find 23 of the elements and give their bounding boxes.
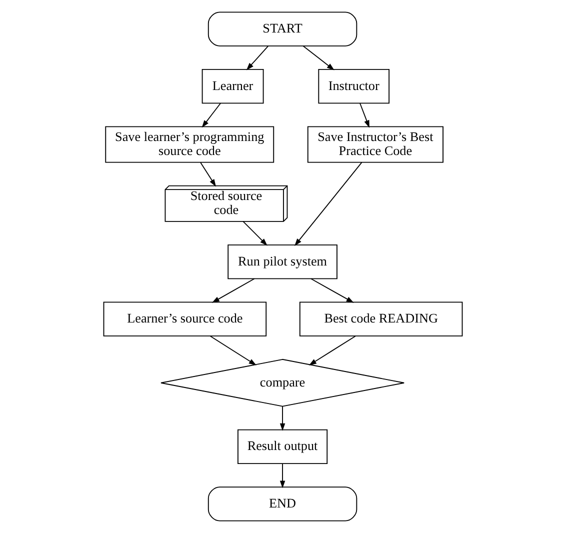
arrow xyxy=(242,220,268,246)
node-box: Save Instructor’s Best Practice Code xyxy=(307,126,444,163)
node-box: END xyxy=(208,486,358,522)
node-box: Best code READING xyxy=(299,302,463,336)
arrow xyxy=(302,46,334,70)
arrow xyxy=(210,336,256,366)
arrow xyxy=(200,162,216,187)
node-box: START xyxy=(208,12,358,46)
arrow xyxy=(310,278,354,303)
arrow xyxy=(202,102,221,128)
arrow xyxy=(308,336,356,366)
node-box: Result output xyxy=(237,429,328,464)
node-box: Instructor xyxy=(318,68,390,104)
node-box: Save learner’s programming source code xyxy=(105,126,274,163)
arrow xyxy=(280,463,286,488)
arrow xyxy=(360,102,370,128)
arrow xyxy=(294,162,362,246)
node-box: Run pilot system xyxy=(228,244,338,280)
node-box: Learner xyxy=(202,68,264,104)
node-box: Learner’s source code xyxy=(103,302,267,336)
arrow xyxy=(246,46,269,70)
arrow xyxy=(280,406,286,431)
arrow xyxy=(212,278,255,303)
